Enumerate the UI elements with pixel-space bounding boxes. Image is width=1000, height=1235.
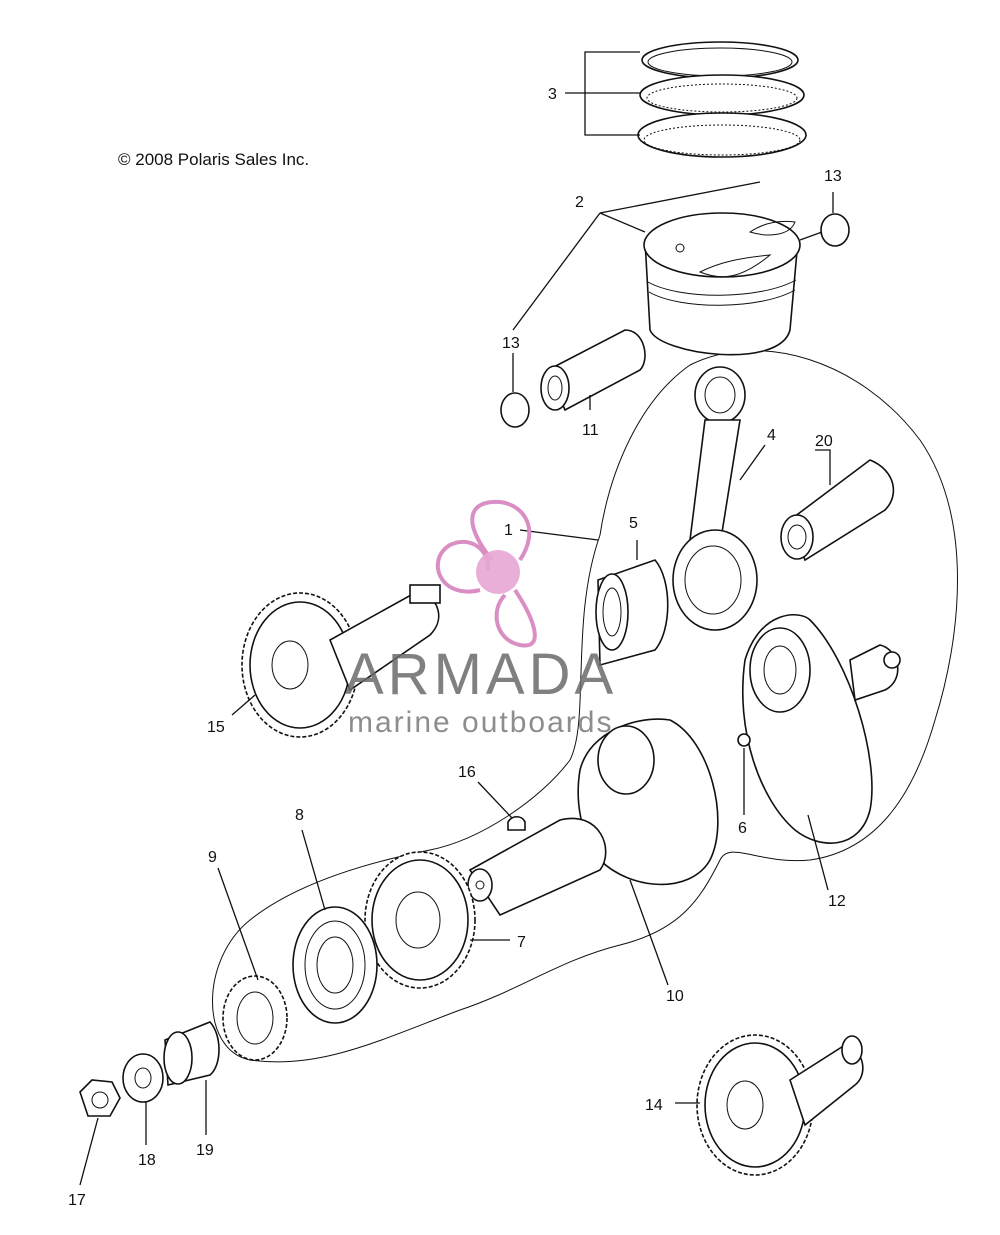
callout-20: 20 xyxy=(815,433,833,450)
sprocket xyxy=(222,975,288,1061)
leader-3 xyxy=(584,51,640,136)
callout-4: 4 xyxy=(767,427,776,444)
ball-bearing xyxy=(292,906,378,1024)
callout-14: 14 xyxy=(645,1097,663,1114)
callout-19: 19 xyxy=(196,1142,214,1159)
needle-bearing xyxy=(595,559,669,667)
crank-pin xyxy=(780,459,895,562)
leader-20 xyxy=(815,449,831,485)
piston-pin xyxy=(540,329,646,412)
piston-rings xyxy=(637,41,807,158)
callout-2: 2 xyxy=(575,194,584,211)
crank-web-right xyxy=(741,614,901,844)
callout-11: 11 xyxy=(582,422,599,439)
callout-5: 5 xyxy=(629,515,638,532)
callout-1: 1 xyxy=(504,522,513,539)
watermark-logo xyxy=(435,499,537,648)
callout-12: 12 xyxy=(828,893,846,910)
callout-7: 7 xyxy=(517,934,526,951)
callout-15: 15 xyxy=(207,719,225,736)
piston xyxy=(643,212,801,356)
leader-2 xyxy=(599,181,761,233)
callout-6: 6 xyxy=(738,820,747,837)
check-ball xyxy=(737,733,751,747)
watermark-tagline: marine outboards xyxy=(348,706,613,739)
washer xyxy=(122,1053,164,1103)
callout-13-left: 13 xyxy=(502,335,520,352)
callout-8: 8 xyxy=(295,807,304,824)
callout-18: 18 xyxy=(138,1152,156,1169)
callout-13-top: 13 xyxy=(824,168,842,185)
circlip-left xyxy=(500,392,530,428)
watermark-brand: ARMADA xyxy=(345,642,617,707)
assembly-outline xyxy=(212,350,958,1063)
callout-9: 9 xyxy=(208,849,217,866)
callout-17: 17 xyxy=(68,1192,86,1209)
callout-16: 16 xyxy=(458,764,476,781)
woodruff-key xyxy=(507,815,526,831)
balance-shaft-upper xyxy=(241,584,441,738)
balance-shaft-lower xyxy=(696,1034,864,1176)
circlip-right xyxy=(820,213,850,247)
callout-10: 10 xyxy=(666,988,684,1005)
nut xyxy=(79,1079,121,1117)
connecting-rod xyxy=(672,366,758,631)
crankshaft-main xyxy=(467,718,719,917)
copyright-text: © 2008 Polaris Sales Inc. xyxy=(118,150,309,169)
needle-bearing-small xyxy=(163,1021,220,1086)
callout-3: 3 xyxy=(548,86,557,103)
timing-gear xyxy=(364,851,476,989)
